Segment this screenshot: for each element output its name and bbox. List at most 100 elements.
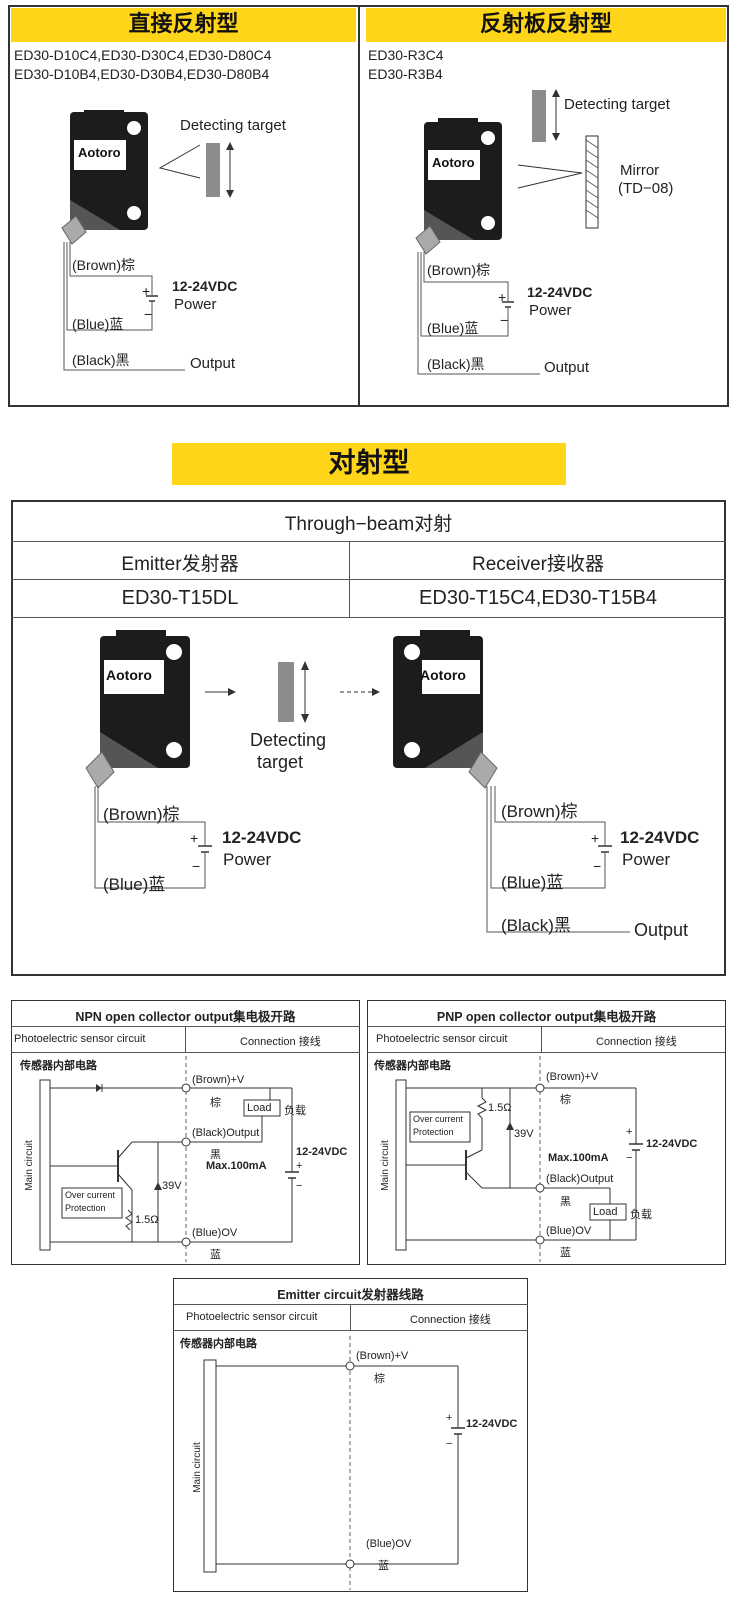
through-target-line2: target: [257, 752, 304, 772]
npn-protection1: Over current: [65, 1190, 116, 1200]
npn-minus: −: [296, 1180, 303, 1192]
receiver-blue-label: (Blue)蓝: [501, 873, 564, 892]
emitter-circuit-brown-cn: 棕: [374, 1373, 385, 1385]
npn-black-cn: 黑: [210, 1149, 221, 1161]
emitter-circuit-col1: Photoelectric sensor circuit: [186, 1311, 318, 1323]
pnp-load: Load: [593, 1206, 618, 1218]
npn-internal: 传感器内部电路: [20, 1060, 97, 1072]
npn-blue-cn: 蓝: [210, 1249, 221, 1261]
npn-title: NPN open collector output集电极开路: [75, 1010, 296, 1024]
pnp-resistor: 1.5Ω: [488, 1102, 512, 1114]
through-header: Through−beam对射: [284, 514, 453, 535]
pnp-internal: 传感器内部电路: [374, 1060, 451, 1072]
receiver-voltage: 12-24VDC: [620, 828, 700, 847]
retro-black-label: (Black)黑: [427, 356, 485, 372]
npn-blue: (Blue)OV: [192, 1227, 238, 1239]
diffuse-target-label: Detecting target: [180, 117, 286, 134]
npn-load: Load: [247, 1102, 272, 1114]
top-divider: [358, 5, 360, 407]
retro-power: Power: [529, 302, 572, 319]
pnp-brown: (Brown)+V: [546, 1071, 599, 1083]
diffuse-target: [206, 143, 220, 197]
emc-col: [350, 1304, 351, 1330]
retro-cable: [415, 225, 441, 255]
retro-target: [532, 90, 546, 142]
pnp-col: [541, 1026, 542, 1052]
pnp-brown-cn: 棕: [560, 1094, 571, 1106]
retro-blue-label: (Blue)蓝: [427, 320, 479, 336]
emitter-circuit-main: Main circuit: [191, 1442, 203, 1493]
pnp-plus: +: [626, 1126, 633, 1138]
emitter-circuit-minus: −: [446, 1438, 453, 1450]
receiver-brown-label: (Brown)棕: [501, 802, 578, 821]
emitter-circuit-voltage: 12-24VDC: [466, 1418, 518, 1430]
emitter-label: Emitter发射器: [121, 554, 239, 575]
emitter-voltage: 12-24VDC: [222, 828, 302, 847]
receiver-minus: −: [593, 858, 602, 874]
npn-load-cn: 负载: [284, 1105, 306, 1117]
npn-black: (Black)Output: [192, 1127, 260, 1139]
through-frame: [11, 500, 726, 976]
pnp-minus: −: [626, 1152, 633, 1164]
pnp-protection2: Protection: [413, 1127, 454, 1137]
through-row-line2: [11, 579, 726, 580]
pnp-col2: Connection 接线: [596, 1036, 677, 1048]
npn-col: [185, 1026, 186, 1052]
pnp-voltage: 12-24VDC: [646, 1138, 698, 1150]
emitter-brown-label: (Brown)棕: [103, 805, 180, 824]
emc-line2: [173, 1330, 528, 1331]
through-row-line3: [11, 617, 726, 618]
retro-minus: −: [500, 312, 509, 328]
pnp-black: (Black)Output: [546, 1173, 614, 1185]
npn-col1: Photoelectric sensor circuit: [14, 1033, 146, 1045]
through-row-line1: [11, 541, 726, 542]
pnp-black-cn: 黑: [560, 1196, 571, 1208]
through-col-line: [349, 541, 350, 617]
emitter-cable: [85, 751, 115, 789]
emitter-circuit-blue: (Blue)OV: [366, 1538, 412, 1550]
through-target: [278, 662, 294, 722]
emitter-circuit-internal: 传感器内部电路: [180, 1338, 257, 1350]
diffuse-brand: Aotoro: [78, 145, 121, 160]
receiver-black-label: (Black)黑: [501, 916, 571, 935]
receiver-label: Receiver接收器: [472, 554, 604, 575]
emitter-minus: −: [192, 858, 201, 874]
pnp-blue-cn: 蓝: [560, 1247, 571, 1259]
pnp-line1: [367, 1026, 726, 1027]
receiver-model: ED30-T15C4,ED30-T15B4: [419, 587, 657, 609]
npn-line2: [11, 1052, 360, 1053]
emitter-circuit-brown: (Brown)+V: [356, 1350, 409, 1362]
diffuse-model-line1: ED30-D10C4,ED30-D30C4,ED30-D80C4: [14, 47, 272, 63]
npn-zener: 39V: [162, 1180, 182, 1192]
diffuse-output: Output: [190, 355, 236, 372]
retro-model-line1: ED30-R3C4: [368, 47, 444, 63]
pnp-zener: 39V: [514, 1128, 534, 1140]
pnp-max: Max.100mA: [548, 1152, 609, 1164]
npn-frame: [11, 1000, 360, 1265]
diffuse-voltage: 12-24VDC: [172, 278, 238, 294]
retro-model-line2: ED30-R3B4: [368, 66, 443, 82]
emitter-circuit-title: Emitter circuit发射器线路: [277, 1288, 424, 1302]
diffuse-power: Power: [174, 296, 217, 313]
diffuse-plus: +: [142, 283, 151, 299]
npn-col2: Connection 接线: [240, 1036, 321, 1048]
emitter-circuit-blue-cn: 蓝: [378, 1560, 389, 1572]
diffuse-cable: [61, 215, 87, 245]
retro-voltage: 12-24VDC: [527, 284, 593, 300]
pnp-frame: [367, 1000, 726, 1265]
through-title: 对射型: [172, 443, 566, 485]
receiver-brand: Aotoro: [420, 667, 466, 683]
retro-mirror-model: (TD−08): [618, 180, 674, 197]
receiver-output: Output: [634, 920, 689, 940]
emitter-circuit-frame: [173, 1278, 528, 1592]
diffuse-blue-label: (Blue)蓝: [72, 316, 124, 332]
diffuse-minus: −: [144, 306, 153, 322]
retro-brown-label: (Brown)棕: [427, 262, 491, 278]
pnp-protection1: Over current: [413, 1114, 464, 1124]
npn-brown-cn: 棕: [210, 1097, 221, 1109]
emitter-brand: Aotoro: [106, 667, 152, 683]
